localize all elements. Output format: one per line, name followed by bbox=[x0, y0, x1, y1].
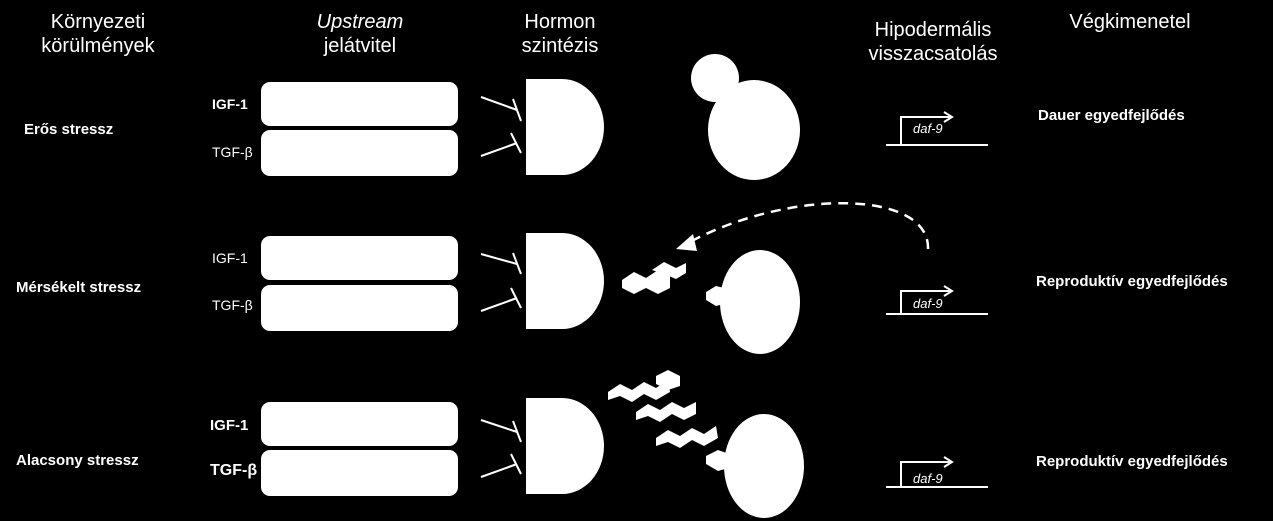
header-environment: Környezeti körülmények bbox=[18, 10, 178, 58]
receptor-box-igf1-row1 bbox=[261, 82, 458, 126]
hormone-receptor-shape-row2 bbox=[706, 250, 800, 354]
receptor-box-tgfb-row3 bbox=[261, 450, 458, 496]
header-feedback-line1: Hipodermális bbox=[874, 19, 992, 41]
feedback-arrowhead bbox=[676, 234, 697, 251]
receptor-box-igf1-row3 bbox=[261, 402, 458, 446]
steroid-hormone-molecule-row2a bbox=[622, 270, 670, 294]
outcome-label-row2: Reproduktív egyedfejlődés bbox=[1036, 273, 1228, 290]
signal-igf1-row1: IGF-1 bbox=[212, 96, 248, 112]
signal-tgfb-row2: TGF-β bbox=[212, 297, 253, 313]
gene-promoter-row2 bbox=[886, 285, 988, 315]
header-outcome-text: Végkimenetel bbox=[1069, 11, 1191, 33]
hormone-enzyme-shape-row2 bbox=[526, 233, 604, 329]
header-upstream: Upstream jelátvitel bbox=[285, 10, 435, 58]
condition-label-moderate: Mérsékelt stressz bbox=[16, 279, 142, 296]
gene-label-row3: daf-9 bbox=[913, 471, 943, 486]
inhibition-arrows-row2 bbox=[480, 252, 522, 312]
steroid-hormone-molecules-row3 bbox=[608, 370, 718, 448]
header-hormone: Hormon szintézis bbox=[500, 10, 620, 58]
header-hormone-line2: szintézis bbox=[521, 35, 599, 57]
hormone-receptor-shape-row1 bbox=[691, 54, 800, 180]
steroid-hormone-molecule-row2b bbox=[652, 262, 686, 279]
gene-label-row1: daf-9 bbox=[913, 121, 943, 136]
receptor-box-tgfb-row1 bbox=[261, 130, 458, 176]
receptor-box-igf1-row2 bbox=[261, 236, 458, 280]
inhibition-arrows-row1 bbox=[480, 96, 522, 157]
hormone-enzyme-shape-row1 bbox=[526, 79, 604, 175]
receptor-box-tgfb-row2 bbox=[261, 285, 458, 331]
condition-label-low: Alacsony stressz bbox=[16, 452, 139, 469]
header-outcome: Végkimenetel bbox=[1060, 10, 1200, 34]
header-feedback: Hipodermális visszacsatolás bbox=[848, 18, 1018, 66]
gene-label-row2: daf-9 bbox=[913, 296, 943, 311]
header-environment-line2: körülmények bbox=[41, 35, 155, 57]
gene-promoter-row3 bbox=[886, 456, 988, 488]
hormone-receptor-shape-row3 bbox=[706, 414, 804, 518]
condition-label-strong: Erős stressz bbox=[24, 121, 114, 138]
outcome-label-row1: Dauer egyedfejlődés bbox=[1038, 107, 1185, 124]
signal-tgfb-row3: TGF-β bbox=[210, 462, 258, 479]
hormone-enzyme-shape-row3 bbox=[526, 398, 604, 494]
signal-igf1-row3: IGF-1 bbox=[210, 417, 249, 434]
header-feedback-line2: visszacsatolás bbox=[868, 43, 998, 65]
gene-promoter-row1 bbox=[886, 111, 988, 146]
inhibition-arrows-row3 bbox=[480, 419, 522, 478]
feedback-arrow-dashed bbox=[687, 202, 930, 250]
header-upstream-italic: Upstream bbox=[316, 11, 404, 33]
header-upstream-rest: jelátvitel bbox=[323, 35, 397, 57]
signal-tgfb-row1: TGF-β bbox=[212, 144, 253, 160]
header-environment-line1: Környezeti bbox=[50, 11, 146, 33]
outcome-label-row3: Reproduktív egyedfejlődés bbox=[1036, 453, 1228, 470]
header-hormone-line1: Hormon bbox=[524, 11, 596, 33]
signal-igf1-row2: IGF-1 bbox=[212, 250, 248, 266]
